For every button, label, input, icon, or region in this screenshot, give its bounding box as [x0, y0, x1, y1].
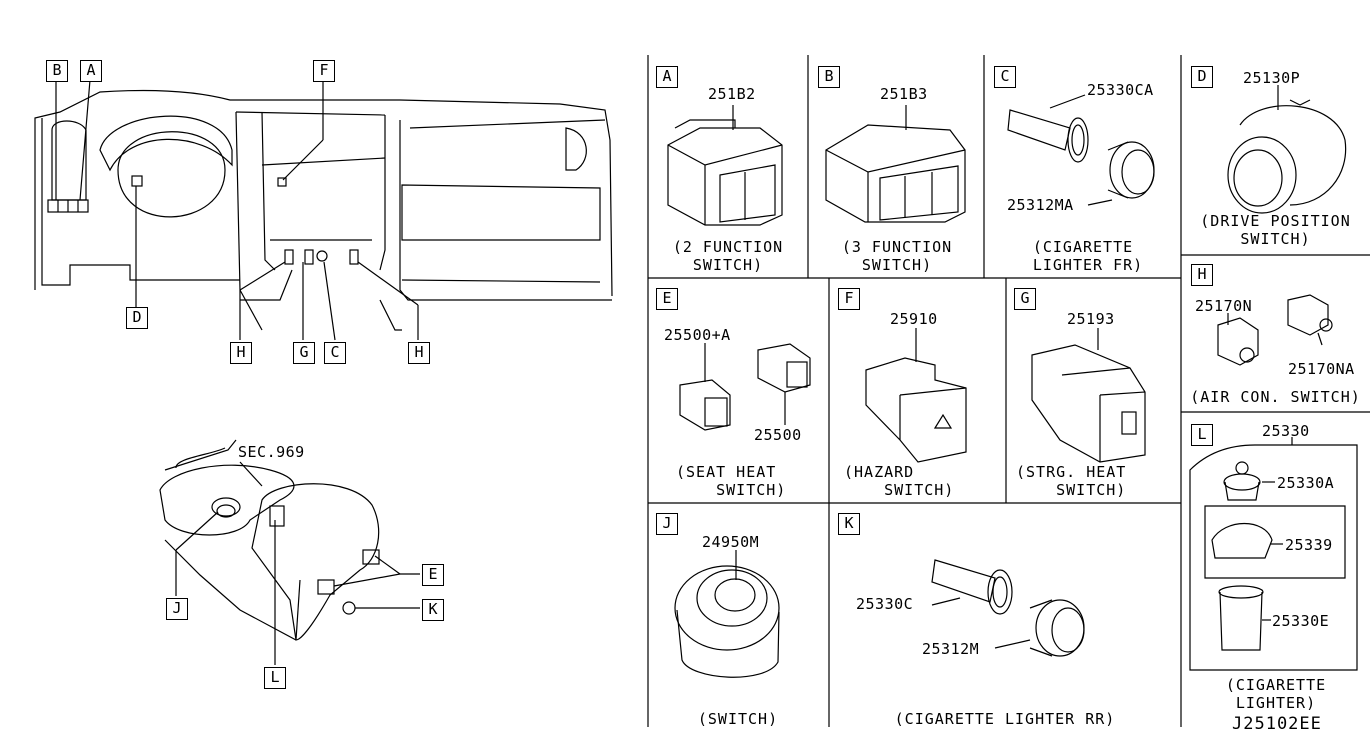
- panel-j-caption: (SWITCH): [697, 710, 779, 728]
- panel-c-part-number-lighter[interactable]: 25330CA: [1087, 81, 1154, 99]
- panel-b-part-drawing: [825, 105, 966, 223]
- panel-l-letter: L: [1191, 424, 1213, 446]
- callout-h-right[interactable]: H: [408, 342, 430, 364]
- panel-e-caption: (SEAT HEAT SWITCH): [676, 463, 787, 499]
- panel-c-letter: C: [994, 66, 1016, 88]
- callout-c[interactable]: C: [324, 342, 346, 364]
- panel-g-caption: (STRG. HEAT SWITCH): [1016, 463, 1127, 499]
- panel-d-part-drawing: [1227, 85, 1347, 214]
- panel-j-part-drawing: [674, 550, 780, 678]
- panel-k-caption: (CIGARETTE LIGHTER RR): [894, 710, 1116, 728]
- panel-l-part-number-2[interactable]: 25339: [1285, 536, 1333, 554]
- panel-g-letter: G: [1014, 288, 1036, 310]
- panel-j-part-number[interactable]: 24950M: [702, 533, 760, 551]
- panel-b-letter: B: [818, 66, 840, 88]
- panel-c-part-number-socket[interactable]: 25312MA: [1007, 196, 1074, 214]
- callout-l[interactable]: L: [264, 667, 286, 689]
- callout-e[interactable]: E: [422, 564, 444, 586]
- panel-b-part-number[interactable]: 251B3: [880, 85, 928, 103]
- parts-grid-lines: [647, 55, 1370, 727]
- panel-c-caption: (CIGARETTE LIGHTER FR): [1032, 238, 1144, 274]
- panel-e-part-number-1[interactable]: 25500+A: [664, 326, 731, 344]
- panel-j-letter: J: [656, 513, 678, 535]
- panel-a-caption: (2 FUNCTION SWITCH): [672, 238, 784, 274]
- callout-h-left[interactable]: H: [230, 342, 252, 364]
- panel-a-part-drawing: [667, 105, 783, 226]
- panel-e-part-drawing: [679, 343, 811, 431]
- panel-e-part-number-2[interactable]: 25500: [754, 426, 802, 444]
- panel-f-caption: (HAZARD SWITCH): [844, 463, 955, 499]
- panel-k-part-drawing: [931, 559, 1085, 657]
- panel-k-part-number-1[interactable]: 25330C: [856, 595, 914, 613]
- panel-f-letter: F: [838, 288, 860, 310]
- panel-g-part-number[interactable]: 25193: [1067, 310, 1115, 328]
- console-overview-drawing: [159, 439, 420, 665]
- panel-k-letter: K: [838, 513, 860, 535]
- panel-d-part-number[interactable]: 25130P: [1243, 69, 1301, 87]
- panel-d-caption: (DRIVE POSITION SWITCH): [1200, 212, 1351, 248]
- panel-c-part-drawing: [1007, 94, 1155, 206]
- panel-h-caption: (AIR CON. SWITCH): [1190, 388, 1361, 406]
- panel-h-part-number-1[interactable]: 25170N: [1195, 297, 1253, 315]
- panel-f-part-number[interactable]: 25910: [890, 310, 938, 328]
- callout-d[interactable]: D: [126, 307, 148, 329]
- panel-l-caption: (CIGARETTE LIGHTER): [1225, 676, 1327, 712]
- panel-g-part-drawing: [1031, 328, 1146, 463]
- panel-k-part-number-2[interactable]: 25312M: [922, 640, 980, 658]
- panel-b-caption: (3 FUNCTION SWITCH): [841, 238, 953, 274]
- callout-a[interactable]: A: [80, 60, 102, 82]
- panel-l-assembly-number[interactable]: 25330: [1262, 422, 1310, 440]
- panel-e-letter: E: [656, 288, 678, 310]
- panel-l-part-number-1[interactable]: 25330A: [1277, 474, 1335, 492]
- dashboard-overview-drawing: [34, 79, 613, 341]
- callout-k[interactable]: K: [422, 599, 444, 621]
- section-reference: SEC.969: [238, 443, 305, 461]
- panel-h-part-drawing: [1217, 294, 1333, 366]
- panel-a-part-number[interactable]: 251B2: [708, 85, 756, 103]
- callout-j[interactable]: J: [166, 598, 188, 620]
- diagram-code: J25102EE: [1232, 714, 1322, 734]
- panel-h-letter: H: [1191, 264, 1213, 286]
- panel-d-letter: D: [1191, 66, 1213, 88]
- panel-f-part-drawing: [865, 328, 967, 463]
- callout-g[interactable]: G: [293, 342, 315, 364]
- panel-h-part-number-2[interactable]: 25170NA: [1288, 360, 1355, 378]
- callout-b[interactable]: B: [46, 60, 68, 82]
- panel-l-part-number-3[interactable]: 25330E: [1272, 612, 1330, 630]
- panel-a-letter: A: [656, 66, 678, 88]
- panel-l-part-drawing: [1189, 437, 1358, 671]
- callout-f[interactable]: F: [313, 60, 335, 82]
